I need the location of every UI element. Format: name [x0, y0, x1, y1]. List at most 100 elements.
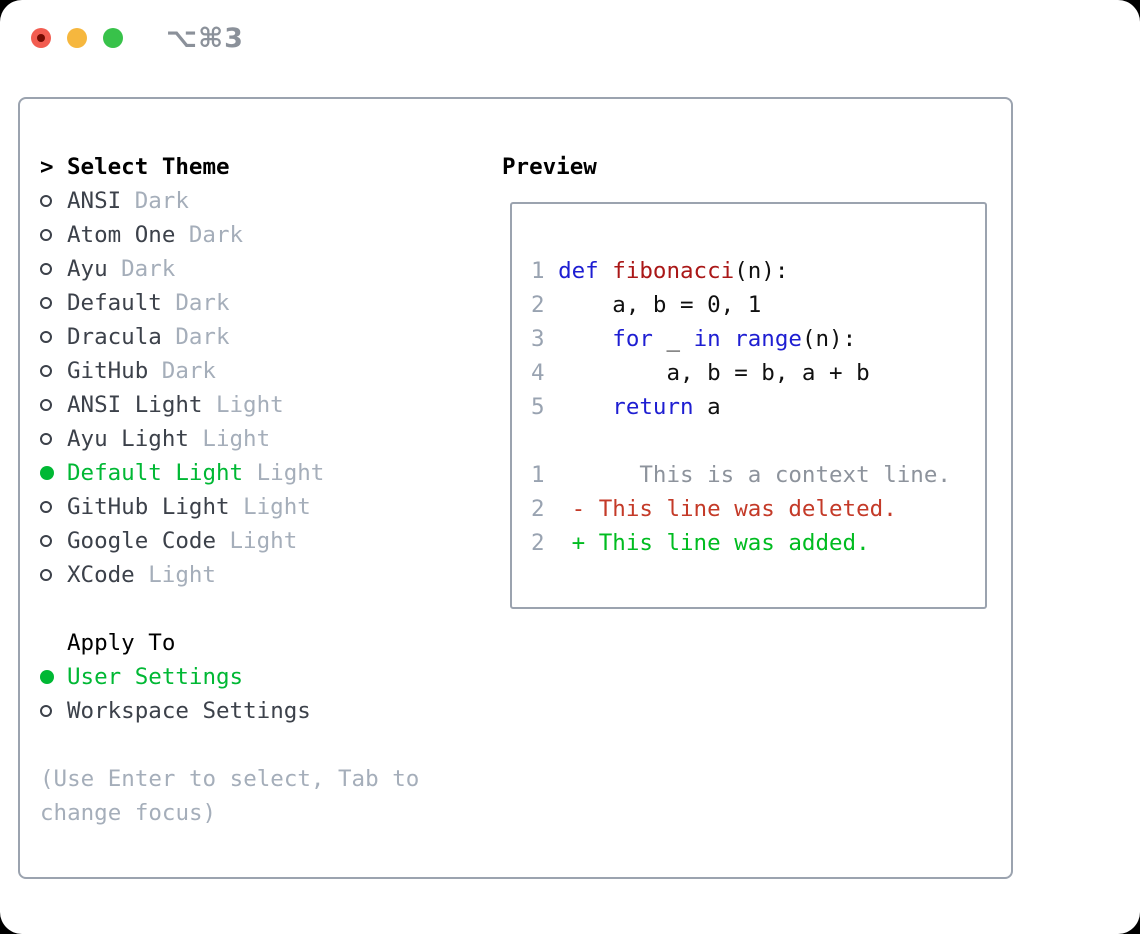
- code-segment: in: [693, 326, 721, 352]
- apply-option-workspace-settings[interactable]: Workspace Settings: [40, 694, 419, 728]
- code-segment: [545, 258, 559, 284]
- maximize-button[interactable]: [103, 28, 123, 48]
- code-line-3: 3 for _ in range(n):: [531, 322, 951, 356]
- code-segment: def: [558, 258, 599, 284]
- code-segment: 1: [531, 258, 545, 284]
- theme-variant-tag: Dark: [134, 188, 189, 214]
- select-theme-title: Select Theme: [67, 154, 230, 180]
- theme-variant-tag: Light: [202, 426, 271, 452]
- spacer: [40, 592, 419, 626]
- code-line-5: 5 return a: [531, 390, 951, 424]
- unsaved-dot-icon: [37, 34, 45, 42]
- code-segment: a, b = 0, 1: [544, 292, 762, 318]
- hint-text-line-1: (Use Enter to select, Tab to: [40, 766, 420, 792]
- code-segment: range: [734, 326, 802, 352]
- apply-option-user-settings[interactable]: User Settings: [40, 660, 419, 694]
- theme-name: ANSI: [67, 188, 122, 214]
- theme-variant-tag: Dark: [121, 256, 176, 282]
- code-segment: (n):: [801, 326, 857, 352]
- close-button[interactable]: [31, 28, 51, 48]
- code-segment: (n):: [734, 258, 789, 284]
- code-segment: a, b = b, a + b: [544, 360, 870, 386]
- theme-option-github[interactable]: GitHub Dark: [40, 354, 419, 388]
- window-title: ⌥⌘3: [166, 22, 244, 54]
- theme-name: Atom One: [67, 222, 176, 248]
- code-segment: 2: [531, 292, 545, 318]
- diff-deleted-line: 2 - This line was deleted.: [531, 492, 951, 526]
- code-segment: 1: [531, 462, 545, 488]
- theme-variant-tag: Light: [229, 528, 298, 554]
- radio-icon: [40, 195, 52, 207]
- radio-icon: [40, 569, 52, 581]
- spacer: [40, 728, 419, 762]
- theme-name: GitHub: [67, 358, 149, 384]
- code-segment: _: [652, 326, 694, 352]
- code-segment: [599, 258, 613, 284]
- theme-option-google-code[interactable]: Google Code Light: [40, 524, 419, 558]
- radio-selected-icon: [40, 670, 54, 684]
- theme-name: Google Code: [67, 528, 217, 554]
- code-segment: fibonacci: [612, 258, 735, 284]
- theme-option-ayu[interactable]: Ayu Dark: [40, 252, 419, 286]
- select-theme-header: > Select Theme: [40, 150, 419, 184]
- theme-variant-tag: Dark: [175, 324, 230, 350]
- theme-name: XCode: [67, 562, 135, 588]
- radio-icon: [40, 229, 52, 241]
- code-segment: [545, 394, 613, 420]
- theme-name: Ayu Light: [67, 426, 189, 452]
- minimize-button[interactable]: [67, 28, 87, 48]
- blank-line: [531, 424, 951, 458]
- theme-variant-tag: Light: [243, 494, 311, 520]
- theme-option-ayu-light[interactable]: Ayu Light Light: [40, 422, 419, 456]
- theme-name: Default: [67, 290, 162, 316]
- code-line-4: 4 a, b = b, a + b: [531, 356, 951, 390]
- radio-icon: [40, 433, 52, 445]
- theme-name: Dracula: [67, 324, 162, 350]
- code-segment: return: [612, 394, 694, 420]
- theme-option-github-light[interactable]: GitHub Light Light: [40, 490, 419, 524]
- code-segment: 2: [531, 530, 545, 556]
- theme-name: Default Light: [67, 460, 244, 486]
- theme-variant-tag: Dark: [188, 222, 244, 248]
- apply-to-header: Apply To: [40, 626, 419, 660]
- code-segment: + This line was added.: [544, 530, 870, 556]
- theme-option-atom-one[interactable]: Atom One Dark: [40, 218, 419, 252]
- code-segment: a: [693, 394, 721, 420]
- radio-icon: [40, 331, 52, 343]
- theme-option-dracula[interactable]: Dracula Dark: [40, 320, 419, 354]
- code-segment: [545, 326, 613, 352]
- code-segment: 5: [531, 394, 545, 420]
- radio-icon: [40, 365, 52, 377]
- diff-added-line: 2 + This line was added.: [531, 526, 951, 560]
- theme-name: GitHub Light: [67, 494, 230, 520]
- theme-name: Ayu: [67, 256, 108, 282]
- code-segment: 3: [531, 326, 545, 352]
- diff-context-line: 1 This is a context line.: [531, 458, 951, 492]
- radio-icon: [40, 263, 52, 275]
- code-line-1: 1 def fibonacci(n):: [531, 254, 951, 288]
- hint-text-line-2: change focus): [40, 800, 217, 826]
- theme-option-ansi[interactable]: ANSI Dark: [40, 184, 419, 218]
- radio-icon: [40, 297, 52, 309]
- radio-selected-icon: [40, 466, 54, 480]
- radio-icon: [40, 705, 52, 717]
- code-line-2: 2 a, b = 0, 1: [531, 288, 951, 322]
- radio-icon: [40, 501, 52, 513]
- radio-icon: [40, 535, 52, 547]
- theme-variant-tag: Dark: [161, 358, 216, 384]
- apply-option-label: Workspace Settings: [67, 698, 311, 724]
- prompt-caret-icon: >: [40, 154, 54, 180]
- apply-to-title: Apply To: [67, 630, 176, 656]
- code-segment: 4: [531, 360, 545, 386]
